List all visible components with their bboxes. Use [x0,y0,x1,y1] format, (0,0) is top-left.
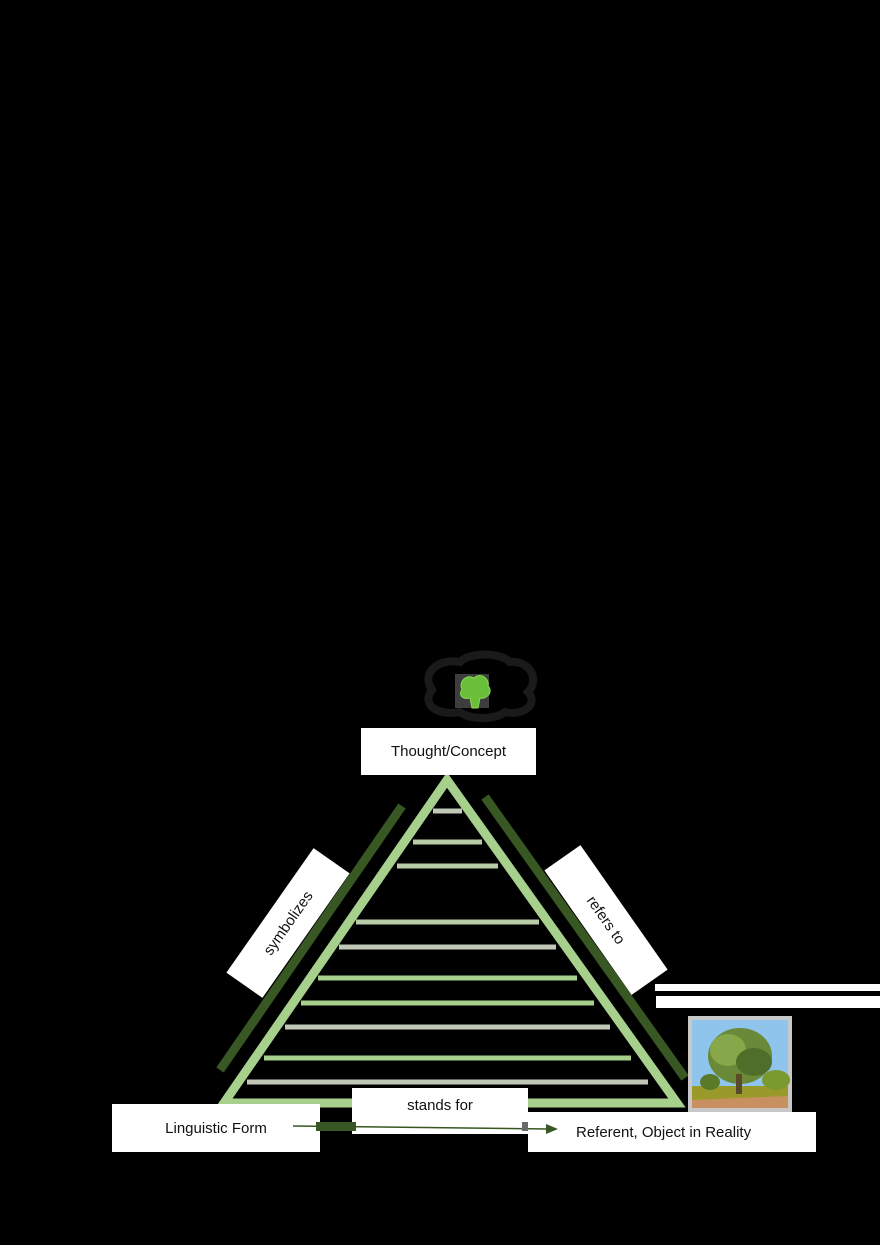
thought-concept-text: Thought/Concept [390,743,507,760]
symbolizes-arrow [216,803,406,1073]
linguistic-form-text: Linguistic Form [165,1119,267,1137]
referent-label: Referent, Object in Reality [528,1112,816,1152]
referent-text: Referent, Object in Reality [576,1123,752,1141]
tree-photo [688,1016,792,1112]
tree-photo-graphic [692,1020,790,1108]
triangle-stripes [247,808,648,1085]
refers-to-arrow [481,794,689,1081]
stands-for-text: stands for [407,1097,473,1114]
brain-icon [455,674,491,709]
white-strip [655,984,880,991]
white-strip [656,996,880,1008]
linguistic-form-label: Linguistic Form [112,1104,320,1152]
stands-for-label: stands for [352,1088,528,1134]
thought-concept-label: Thought/Concept [361,728,536,775]
